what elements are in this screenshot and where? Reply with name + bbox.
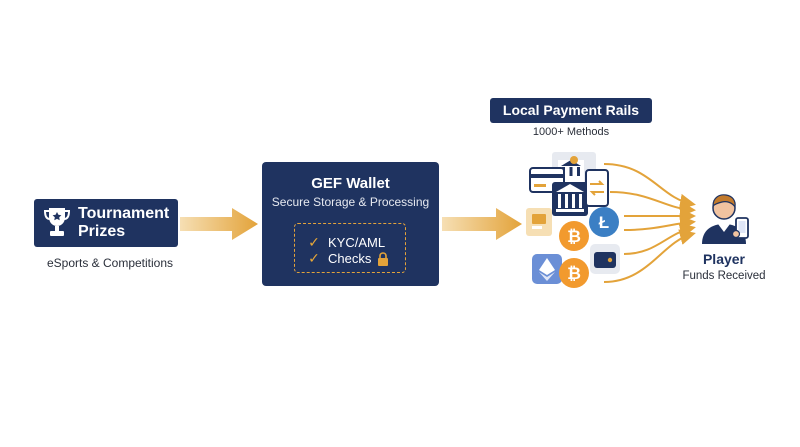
- converging-arrows: [603, 163, 696, 283]
- check-icon: ✓: [308, 234, 320, 250]
- tournament-title-line2: Prizes: [78, 223, 126, 240]
- trophy-icon: [43, 208, 71, 236]
- litecoin-icon: Ł: [589, 207, 619, 237]
- local-payment-rails-box: [490, 98, 652, 123]
- ethereum-icon: [532, 254, 562, 284]
- gef-wallet-subtitle: Secure Storage & Processing: [271, 195, 430, 209]
- tournament-subtitle: eSports & Competitions: [46, 256, 174, 270]
- tournament-prizes-title: Tournament Prizes: [78, 205, 178, 241]
- checks-line: ✓ Checks: [306, 250, 389, 267]
- flow-arrow-2: [442, 208, 522, 240]
- local-payment-rails-subtitle: 1000+ Methods: [532, 126, 610, 138]
- local-payment-rails-title: Local Payment Rails: [502, 102, 640, 118]
- bank-building-icon: [552, 182, 588, 216]
- bitcoin-icon: ₿: [559, 258, 589, 288]
- gef-wallet-box: [262, 162, 439, 286]
- svg-text:Ł: Ł: [599, 213, 609, 232]
- tournament-title-line1: Tournament: [78, 205, 170, 222]
- phone-transfer-icon: [585, 169, 609, 207]
- player-subtitle: Funds Received: [682, 270, 766, 282]
- player-avatar-icon: [702, 194, 749, 244]
- wallet-icon: [590, 244, 620, 274]
- bitcoin-icon: ₿: [559, 221, 589, 251]
- payment-methods-cluster: Ł ₿ ₿: [526, 152, 620, 288]
- flow-arrow-1: [180, 208, 258, 240]
- svg-text:₿: ₿: [567, 227, 581, 246]
- kyc-aml-label: KYC/AML: [328, 235, 386, 250]
- player-label: Player: [702, 251, 746, 267]
- kyc-line: ✓ KYC/AML: [306, 234, 385, 251]
- kyc-checks-box: [294, 223, 406, 273]
- lock-icon: [378, 251, 389, 266]
- checks-label: Checks: [328, 251, 372, 266]
- check-icon: ✓: [308, 250, 320, 266]
- card-stack-icon: [526, 208, 552, 236]
- svg-text:₿: ₿: [567, 264, 581, 283]
- gef-wallet-title: GEF Wallet: [311, 175, 390, 192]
